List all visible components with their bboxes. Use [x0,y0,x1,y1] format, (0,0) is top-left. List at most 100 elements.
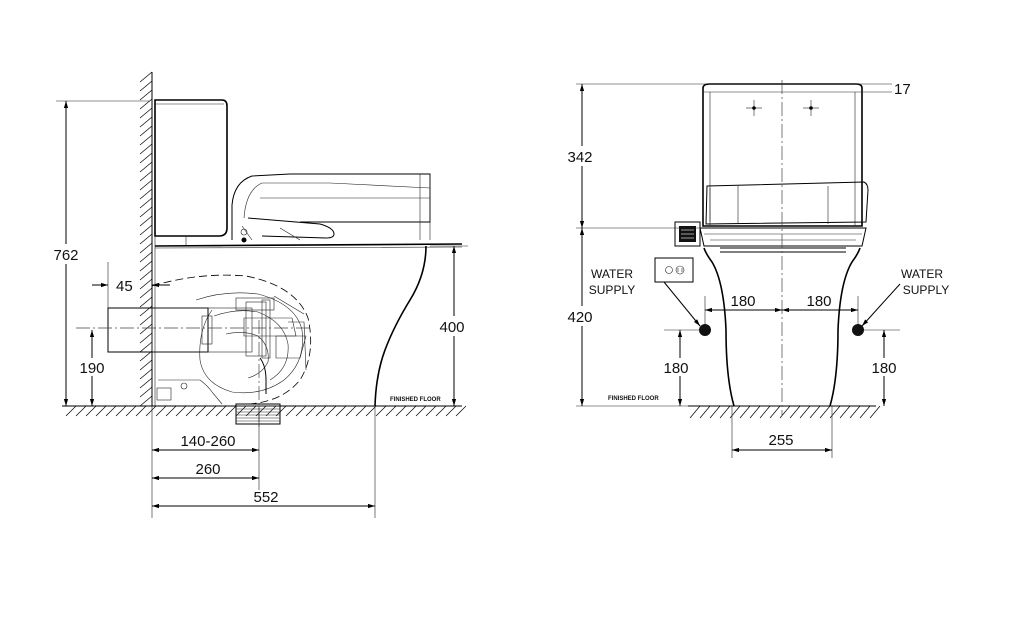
power-outlet [654,257,694,283]
hatch-line [139,80,153,92]
side-trapway [151,274,312,405]
hatch-line [139,233,153,245]
hatch-line [395,405,407,417]
dim-label-140-260: 140-260 [180,433,235,450]
hatch-line [175,405,187,417]
dim-label-45: 45 [116,278,133,295]
side-outlet-pipe [76,307,310,353]
hatch-line [235,405,247,417]
side-seat [231,173,431,243]
side-view: 762 45 190 400 140-260 [48,71,474,518]
wall [139,71,153,407]
hatch-line [699,405,711,419]
dim-552: 552 [152,489,375,509]
hatch-line [75,405,87,417]
dim-label-180-left: 180 [730,293,755,310]
hatch-line [139,179,153,191]
side-finished-floor-label: FINISHED FLOOR [390,397,441,403]
hatch-line [65,405,77,417]
hatch-line [205,405,217,417]
tank-fixing-marks [746,100,819,116]
dim-label-255: 255 [768,432,793,449]
hatch-line [139,377,153,389]
hatch-line [345,405,357,417]
hatch-line [295,405,307,417]
hatch-line [779,405,791,419]
hatch-line [139,269,153,281]
hatch-line [139,278,153,290]
flange-body [235,403,281,425]
hatch-line [139,197,153,209]
hatch-line [405,405,417,417]
hatch-line [139,116,153,128]
dim-label-180-right: 180 [806,293,831,310]
dim-180-left: 180 [704,293,782,324]
hatch-line [115,405,127,417]
dim-17: 17 [576,81,911,98]
hatch-line [125,405,137,417]
hatch-line [245,405,257,417]
dim-label-420: 420 [567,309,592,326]
hatch-line [385,405,397,417]
hatch-line [455,405,467,417]
hatch-line [139,161,153,173]
hatch-line [195,405,207,417]
front-view: WATER SUPPLY WATER SUPPLY 17 342 420 180 [562,80,949,458]
hatch-line [139,134,153,146]
hatch-line [325,405,337,417]
hatch-line [709,405,721,419]
hatch-line [139,107,153,119]
hatch-line [139,89,153,101]
hatch-line [139,71,153,83]
hatch-line [305,405,317,417]
hatch-line [335,405,347,417]
dim-label-342: 342 [567,149,592,166]
dim-label-400: 400 [439,319,464,336]
hatch-line [869,405,881,419]
hatch-line [789,405,801,419]
side-floor [62,405,467,417]
hatch-line [139,188,153,200]
hatch-line [739,405,751,419]
hatch-line [355,405,367,417]
dim-420: 420 [562,228,602,406]
front-tank [702,83,863,227]
control-panel [674,221,701,247]
water-supply-left-valve [663,281,711,336]
hatch-line [255,405,267,417]
dim-180-vertical-right: 180 [864,329,904,406]
hatch-line [225,405,237,417]
dim-762: 762 [48,100,150,406]
hatch-line [285,405,297,417]
hatch-line [769,405,781,419]
hatch-line [145,405,157,417]
hatch-line [139,260,153,272]
hatch-line [435,405,447,417]
dim-45: 45 [92,262,170,308]
hatch-line [275,405,287,417]
hatch-line [689,405,701,419]
hatch-line [375,405,387,417]
front-bowl-body [703,80,861,416]
hatch-line [139,359,153,371]
water-supply-right-valve [852,283,901,336]
hatch-line [165,405,177,417]
water-supply-left-line1: WATER [591,267,633,281]
dim-label-190: 190 [79,360,104,377]
hatch-line [139,98,153,110]
dim-label-180-vertical-right: 180 [871,360,896,377]
hatch-line [425,405,437,417]
hatch-line [799,405,811,419]
hatch-line [155,405,167,417]
side-tank [154,99,228,247]
hatch-line [849,405,861,419]
water-supply-right-line2: SUPPLY [903,283,949,297]
dim-label-180-vertical-left: 180 [663,360,688,377]
water-supply-right-line1: WATER [901,267,943,281]
hatch-line [139,350,153,362]
hatch-line [839,405,851,419]
dim-255: 255 [731,406,833,458]
hatch-line [859,405,871,419]
hatch-line [95,405,107,417]
